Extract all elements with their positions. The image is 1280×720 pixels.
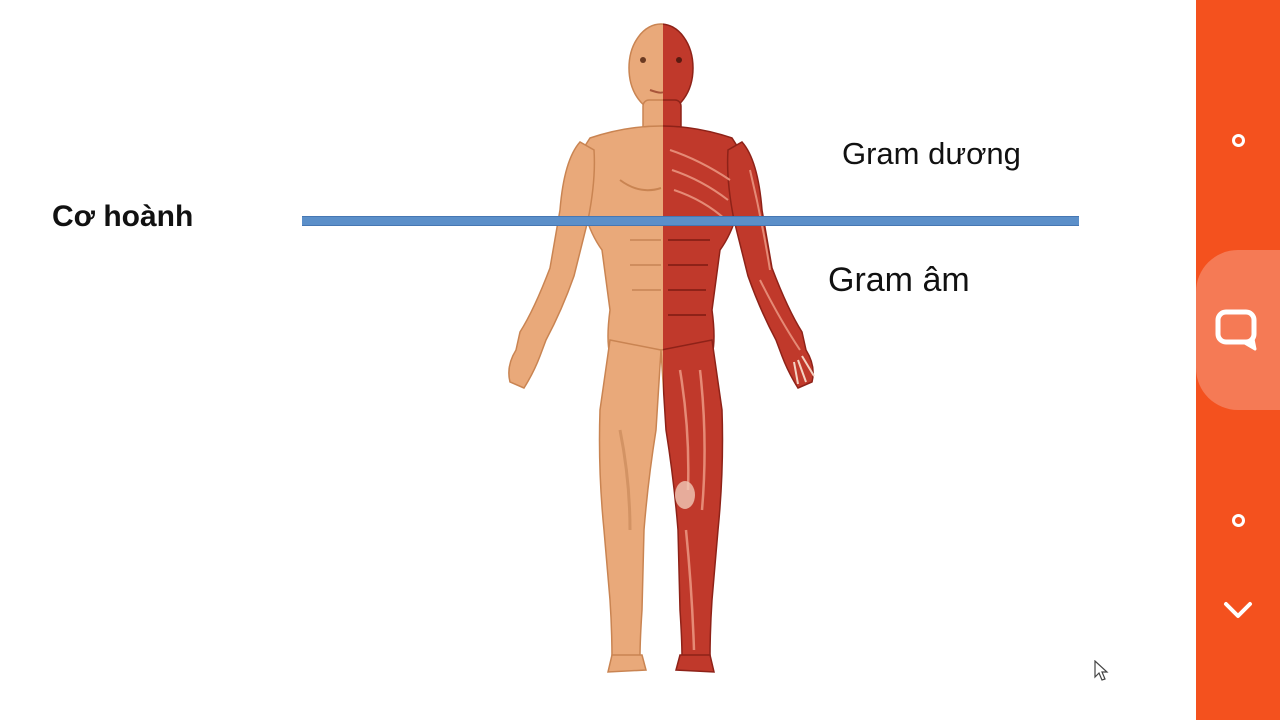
gram-positive-label: Gram dương [842,136,1021,171]
circle-icon [1231,513,1245,527]
diaphragm-line [302,216,1079,226]
chevron-down-icon [1224,602,1252,618]
gram-negative-label: Gram âm [828,261,970,299]
side-control-panel [1196,0,1280,720]
bottom-circle-button[interactable] [1218,500,1258,540]
collapse-button[interactable] [1218,590,1258,630]
diaphragm-label: Cơ hoành [52,200,194,233]
chat-bubble-icon [1215,309,1257,351]
human-anatomy-figure [508,23,815,673]
circle-icon [1231,133,1245,147]
chat-button[interactable] [1196,250,1280,410]
slide-canvas: Cơ hoành Gram dương Gram âm [52,23,1109,681]
top-circle-button[interactable] [1218,120,1258,160]
mouse-cursor-icon [1094,660,1109,681]
